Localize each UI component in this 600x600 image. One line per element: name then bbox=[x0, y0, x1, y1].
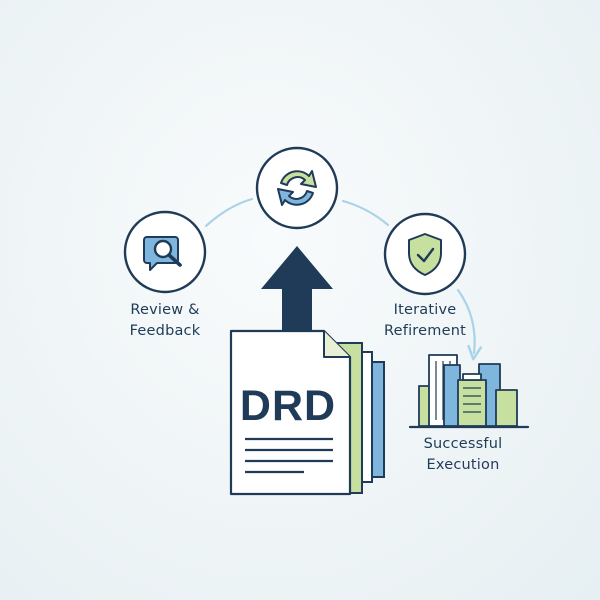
refinement-label: Iterative Refirement bbox=[360, 300, 490, 342]
review-label: Review & Feedback bbox=[105, 300, 225, 342]
city-buildings-icon bbox=[408, 354, 530, 429]
execution-label: Successful Execution bbox=[403, 434, 523, 476]
document-stack-icon: DRD bbox=[229, 329, 385, 496]
review-node bbox=[123, 210, 207, 294]
execution-label-line1: Successful bbox=[423, 436, 503, 452]
refresh-cycle-icon bbox=[277, 170, 317, 206]
review-label-line1: Review & bbox=[130, 302, 200, 318]
review-label-line2: Feedback bbox=[129, 323, 201, 339]
execution-label-line2: Execution bbox=[426, 457, 500, 473]
document-title: DRD bbox=[240, 382, 336, 430]
magnifier-speech-bubble-icon bbox=[143, 236, 182, 271]
up-arrow-icon bbox=[261, 246, 333, 330]
connector-review-to-cycle bbox=[204, 197, 254, 228]
refinement-node bbox=[383, 212, 467, 296]
refinement-label-line1: Iterative bbox=[393, 302, 457, 318]
shield-check-icon bbox=[408, 233, 442, 276]
cycle-node bbox=[255, 146, 339, 230]
refinement-label-line2: Refirement bbox=[384, 323, 466, 339]
connector-refinement-to-execution bbox=[456, 288, 483, 361]
connector-cycle-to-refinement bbox=[341, 199, 390, 227]
